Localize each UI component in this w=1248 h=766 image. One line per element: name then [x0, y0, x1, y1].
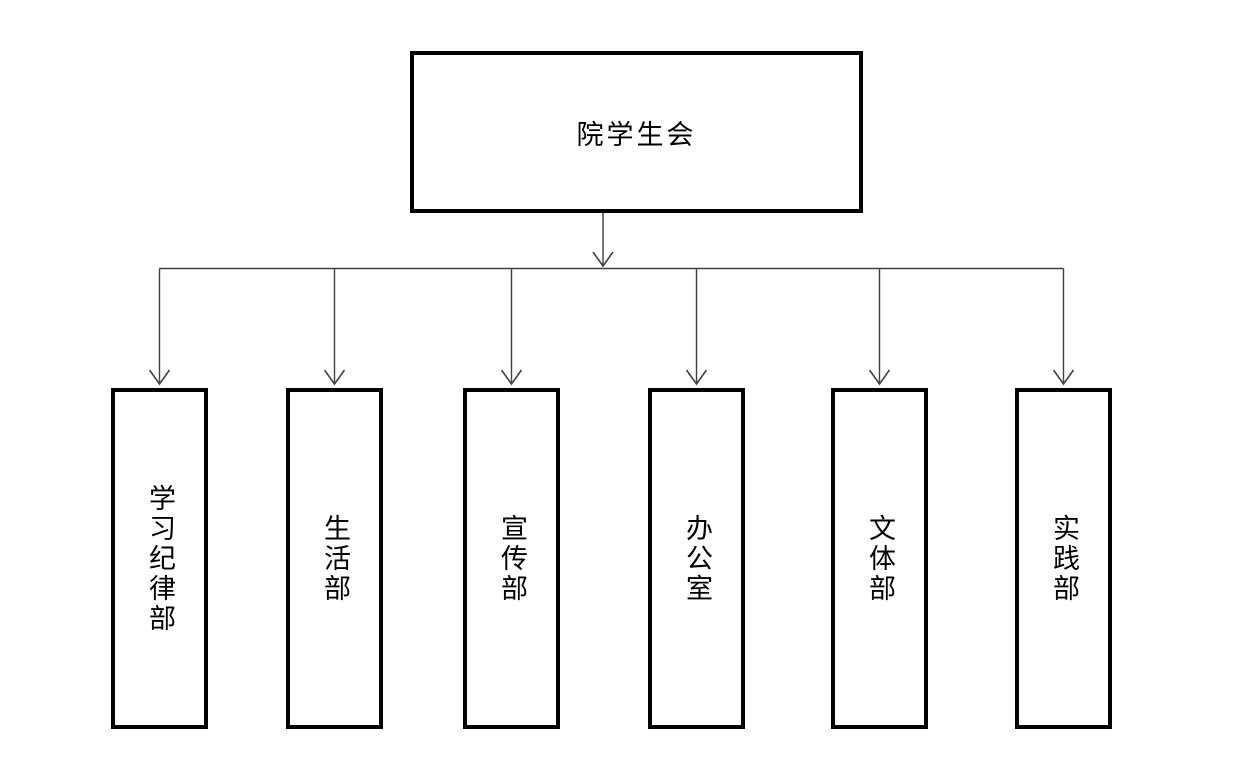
- node-office: 办公室: [648, 388, 745, 729]
- node-student-union: 院学生会: [410, 51, 863, 213]
- node-study-discipline-dept: 学习纪律部: [111, 388, 208, 729]
- node-publicity-dept: 宣传部: [463, 388, 560, 729]
- node-culture-sports-dept: 文体部: [831, 388, 928, 729]
- node-life-dept: 生活部: [286, 388, 383, 729]
- node-practice-dept: 实践部: [1015, 388, 1112, 729]
